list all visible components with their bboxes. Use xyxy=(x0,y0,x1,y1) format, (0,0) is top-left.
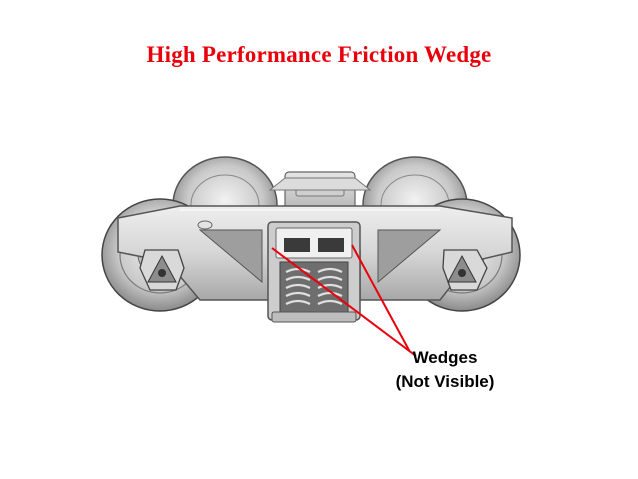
side-frame xyxy=(117,205,513,301)
slide-title: High Performance Friction Wedge xyxy=(146,42,492,67)
spring-nest xyxy=(271,261,357,323)
wedge-leader-lines xyxy=(271,244,417,357)
callout-line-2: (Not Visible) xyxy=(395,372,495,391)
callout-line-1: Wedges xyxy=(412,348,478,367)
right-bearing-adapter xyxy=(442,249,488,291)
wedges-callout: Wedges (Not Visible) xyxy=(360,346,530,394)
bolster-top xyxy=(268,171,372,213)
left-bearing-adapter xyxy=(139,249,185,291)
